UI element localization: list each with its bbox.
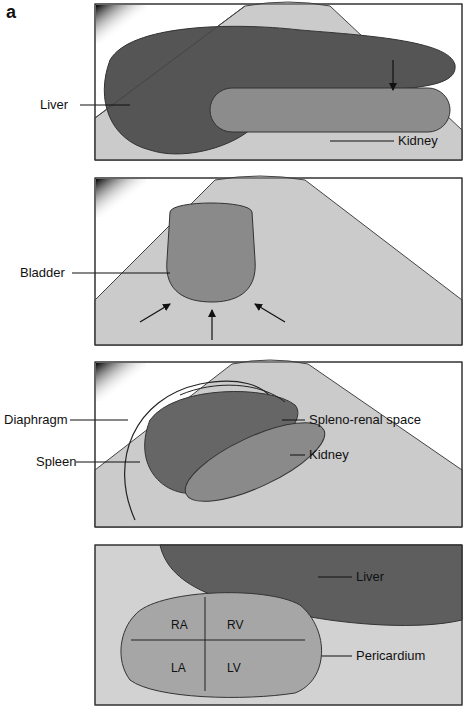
probe-arrow xyxy=(211,310,212,340)
chamber-label: LA xyxy=(171,661,186,675)
organ-label: Diaphragm xyxy=(4,412,68,428)
heart-outline xyxy=(115,585,330,700)
organ-label: Liver xyxy=(40,97,68,113)
leader-line xyxy=(70,420,128,421)
organ-label: Pericardium xyxy=(356,648,425,664)
leader-line xyxy=(330,141,394,142)
splenorenal-panel xyxy=(70,360,462,527)
organ-label: Kidney xyxy=(398,133,438,149)
organ-label: Bladder xyxy=(20,265,65,281)
organ-label: Kidney xyxy=(309,447,349,463)
leader-line xyxy=(76,462,140,463)
leader-line xyxy=(282,420,305,421)
probe-arrow xyxy=(255,304,285,322)
space-label: Spleno-renal space xyxy=(309,412,421,428)
leader-line xyxy=(318,577,352,578)
chamber-label: LV xyxy=(227,661,241,675)
leader-line xyxy=(80,105,130,106)
panel-letter: a xyxy=(6,2,16,22)
organ-label: Liver xyxy=(356,569,384,585)
heart-shape: RA RV LA LV xyxy=(115,585,330,700)
cardiac-panel xyxy=(95,545,462,705)
chamber-label: RA xyxy=(171,618,188,632)
organ-label: Spleen xyxy=(36,454,76,470)
probe-arrow xyxy=(140,304,170,322)
hepatorenal-panel xyxy=(80,2,462,160)
leader-line xyxy=(318,656,352,657)
leader-line xyxy=(72,273,170,274)
probe-arrow xyxy=(392,60,393,90)
pelvic-panel xyxy=(72,176,462,345)
bladder-shape xyxy=(167,203,256,302)
kidney-shape xyxy=(210,88,450,132)
chamber-label: RV xyxy=(227,618,243,632)
leader-line xyxy=(290,455,305,456)
liver-shape xyxy=(104,26,455,154)
